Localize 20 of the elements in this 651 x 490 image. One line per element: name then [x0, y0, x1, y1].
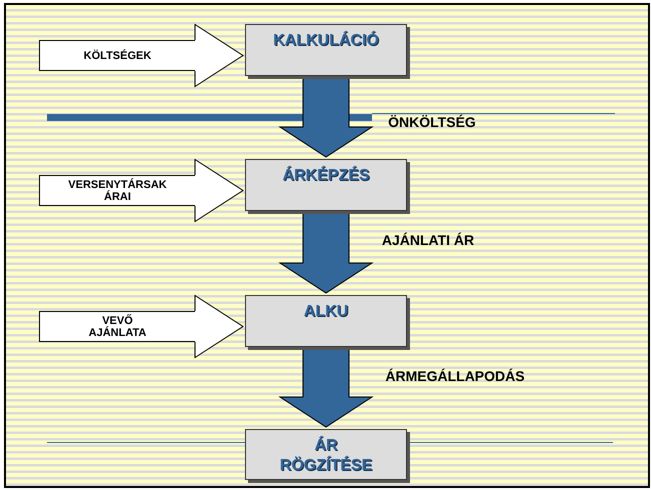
process-box — [245, 159, 407, 211]
block-arrow — [194, 158, 244, 222]
box-title: KALKULÁCIÓ — [273, 31, 379, 51]
edge-label: ÖNKÖLTSÉG — [387, 114, 477, 131]
process-box — [245, 295, 407, 347]
box-title: ALKU — [304, 302, 348, 322]
box-title: ÁR RÖGZÍTÉSE — [278, 436, 374, 476]
input-arrow-body — [39, 40, 195, 71]
block-arrow — [194, 294, 244, 358]
input-arrow-body — [39, 175, 195, 206]
input-label: KÖLTSÉGEK — [84, 50, 152, 62]
box-title: ÁRKÉPZÉS — [282, 166, 370, 186]
process-box — [245, 429, 407, 480]
edge-label: AJÁNLATI ÁR — [380, 232, 476, 249]
input-arrow-body — [39, 311, 195, 342]
edge-label: ÁRMEGÁLLAPODÁS — [384, 368, 526, 385]
process-box — [245, 24, 407, 76]
input-label: VERSENYTÁRSAK ÁRAI — [67, 178, 168, 202]
input-label: VEVŐ AJÁNLATA — [88, 314, 148, 338]
block-arrow — [194, 24, 244, 88]
